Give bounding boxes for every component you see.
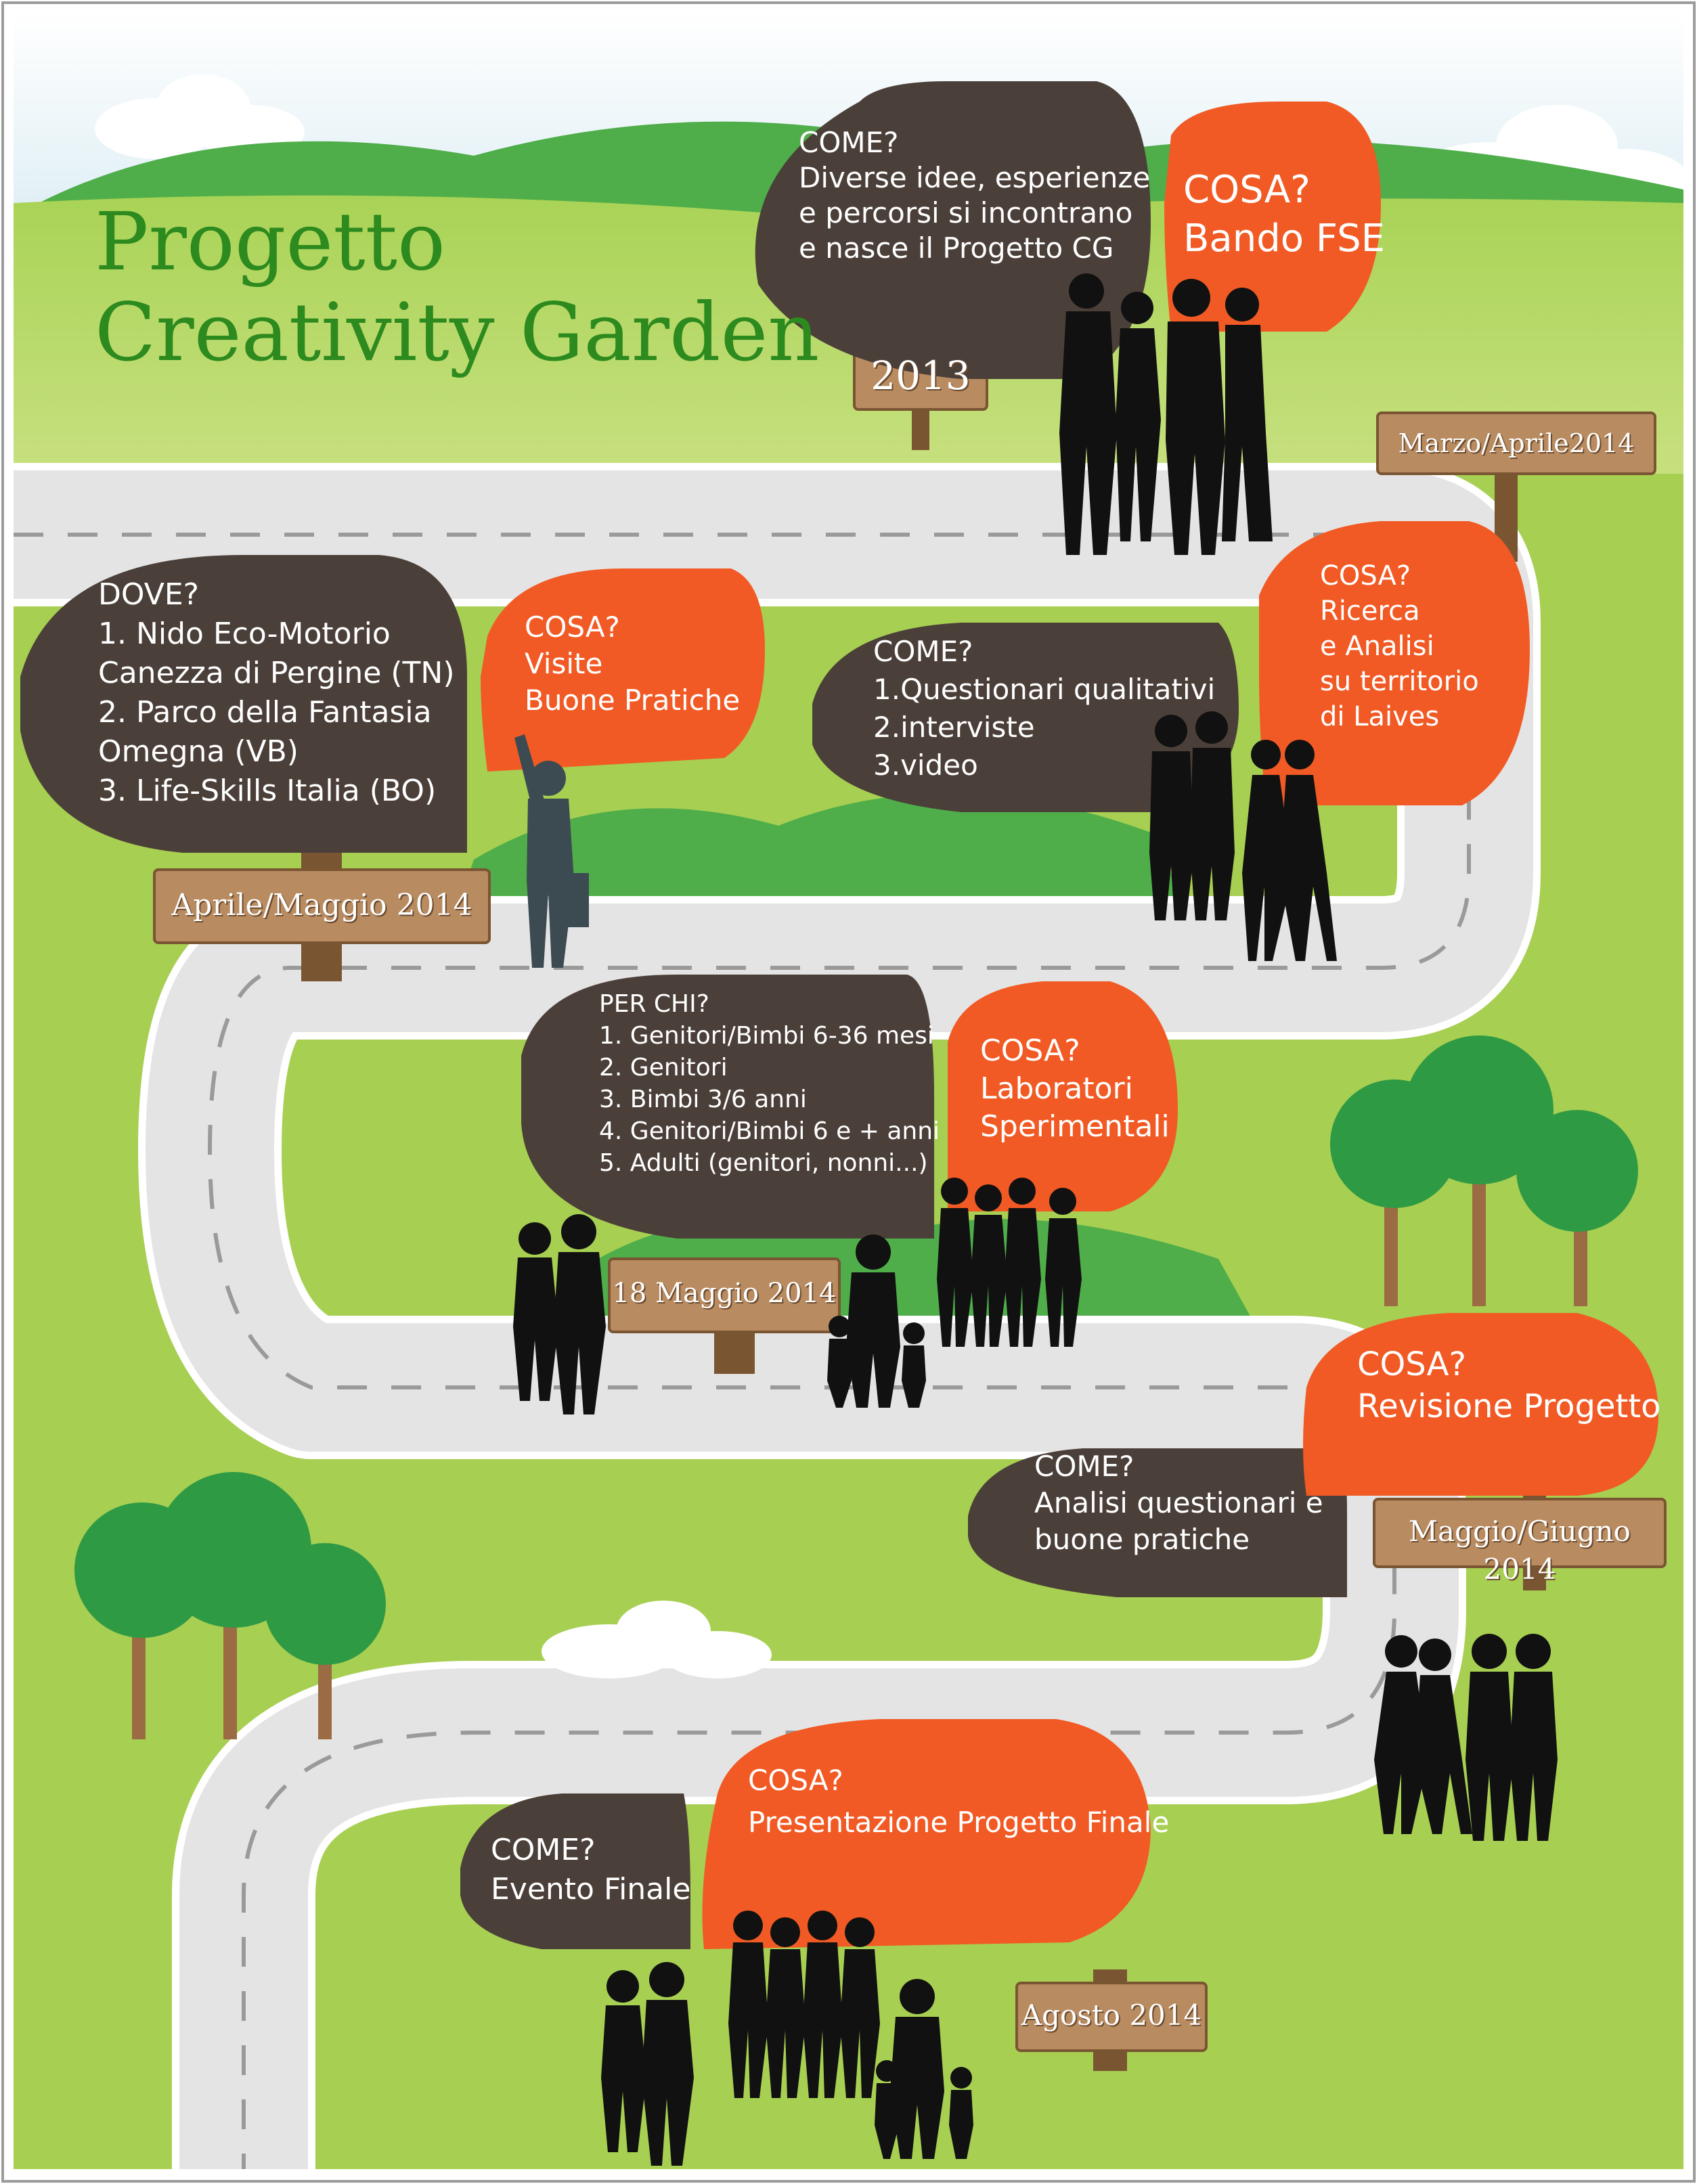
come-evento-text: COME? Evento Finale bbox=[491, 1833, 691, 1907]
cosa-presentazione-text: COSA? Presentazione Progetto Finale bbox=[748, 1764, 1170, 1839]
family-silhouette bbox=[875, 1979, 973, 2159]
title-line-2: Creativity Garden bbox=[95, 286, 820, 379]
speech-bubble-come-2013 bbox=[755, 81, 1151, 379]
signpost bbox=[1015, 1969, 1208, 2071]
speech-bubble-cosa-presentazione bbox=[702, 1719, 1151, 1949]
signpost bbox=[608, 1257, 841, 1374]
speech-bubble-cosa-visite bbox=[481, 569, 765, 772]
tree-icon bbox=[74, 1472, 386, 1739]
sign-maggio18-label: 18 Maggio 2014 bbox=[612, 1278, 837, 1309]
sign-2013-label: 2013 bbox=[870, 353, 971, 399]
people-silhouette bbox=[601, 1962, 694, 2166]
page-title: Progetto Creativity Garden bbox=[95, 196, 819, 378]
title-line-1: Progetto bbox=[95, 195, 446, 288]
speech-bubble-cosa-revisione bbox=[1303, 1313, 1658, 1496]
speech-bubble-come-analisi bbox=[968, 1448, 1347, 1597]
sign-aprile-label: Aprile/Maggio 2014 bbox=[171, 888, 472, 922]
road-center-line bbox=[14, 533, 1471, 2169]
people-silhouette bbox=[937, 1178, 1082, 1347]
cosa-laboratori-text: COSA? Laboratori Sperimentali bbox=[980, 1033, 1170, 1144]
speech-bubble-cosa-laboratori bbox=[948, 981, 1178, 1211]
signpost bbox=[153, 853, 491, 981]
signpost bbox=[1376, 411, 1656, 562]
family-silhouette bbox=[827, 1234, 926, 1408]
speech-bubble-per-chi bbox=[521, 975, 934, 1239]
tree-icon bbox=[1330, 1035, 1638, 1306]
sign-agosto-label: Agosto 2014 bbox=[1021, 1999, 1202, 2032]
come-2013-text: COME? Diverse idee, esperienze e percors… bbox=[799, 126, 1151, 265]
speech-bubble-come-questionari bbox=[812, 623, 1239, 812]
person-waving-silhouette bbox=[514, 734, 589, 968]
cosa-2013-text: COSA? Bando FSE bbox=[1183, 168, 1385, 261]
people-silhouette bbox=[1059, 273, 1273, 555]
come-questionari-text: COME? 1.Questionari qualitativi 2.interv… bbox=[873, 635, 1216, 782]
cosa-revisione-text: COSA? Revisione Progetto bbox=[1357, 1345, 1661, 1425]
speech-bubble-dove bbox=[20, 555, 467, 853]
speech-bubble-come-evento bbox=[460, 1793, 690, 1949]
people-silhouette bbox=[513, 1214, 606, 1414]
cloud-icon bbox=[542, 1601, 772, 1678]
hills bbox=[460, 793, 1185, 900]
people-silhouette bbox=[1149, 711, 1337, 961]
dove-text: DOVE? 1. Nido Eco-Motorio Canezza di Per… bbox=[98, 577, 455, 808]
people-silhouette bbox=[1374, 1634, 1558, 1841]
speech-bubble-cosa-ricerca bbox=[1259, 521, 1530, 805]
sign-maggiogiugno-label: Maggio/Giugno 2014 bbox=[1409, 1515, 1631, 1586]
come-analisi-text: COME? Analisi questionari e buone pratic… bbox=[1034, 1450, 1323, 1556]
sign-marzo-label: Marzo/Aprile2014 bbox=[1398, 428, 1635, 458]
people-silhouette bbox=[728, 1911, 880, 2098]
speech-bubble-cosa-2013 bbox=[1164, 102, 1381, 332]
signpost bbox=[1373, 1489, 1667, 1590]
cosa-ricerca-text: COSA? Ricerca e Analisi su territorio di… bbox=[1320, 560, 1479, 732]
per-chi-text: PER CHI? 1. Genitori/Bimbi 6-36 mesi 2. … bbox=[599, 990, 940, 1177]
cosa-visite-text: COSA? Visite Buone Pratiche bbox=[525, 610, 741, 717]
